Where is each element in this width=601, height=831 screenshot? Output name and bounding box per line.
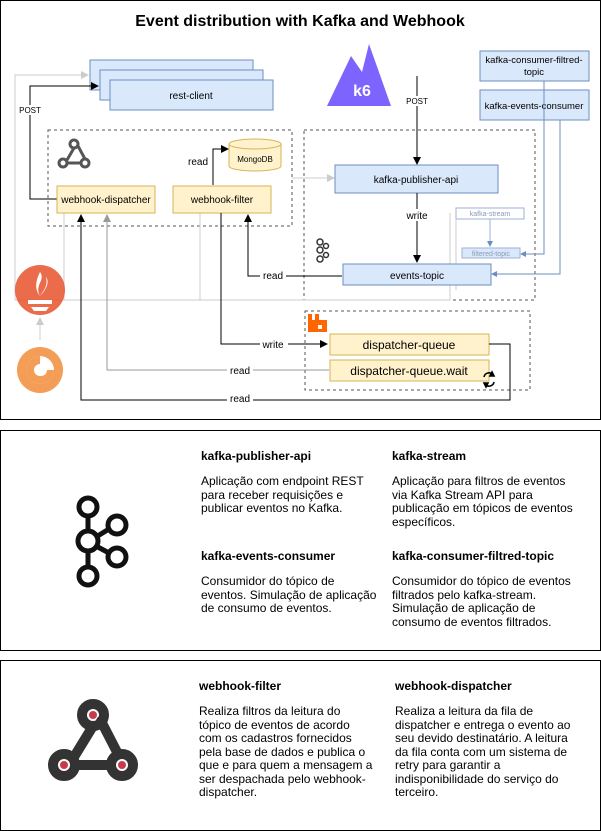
legend-body-kafka-stream: Aplicação para filtros de eventos via Ka… (392, 474, 573, 529)
events-topic-box (342, 263, 492, 286)
architecture-diagram: Event distribution with Kafka and Webhoo… (14, 13, 590, 405)
post-label-rest: POST (19, 106, 41, 115)
dispatcher-queue-label: dispatcher-queue (363, 338, 456, 352)
dispatcher-to-rest-client-edge (29, 82, 99, 200)
filtered-topic-to-consumer-edge (520, 80, 545, 257)
kafka-small-icon (316, 238, 330, 263)
events-topic-label: events-topic (390, 271, 444, 282)
filter-to-mongodb-edge (212, 145, 229, 185)
write-label-publisher: write (405, 211, 428, 222)
read-label-events: read (263, 271, 283, 282)
events-consumer-box (479, 89, 590, 121)
post-label-k6: POST (406, 97, 428, 106)
rabbitmq-icon (308, 314, 327, 332)
legend-title-publisher-api: kafka-publisher-api (201, 449, 312, 463)
kafka-legend-panel: kafka-publisher-api Aplicação com endpoi… (0, 430, 601, 651)
webhook-filter-label: webhook-filter (190, 195, 254, 206)
grafana-icon (17, 347, 63, 393)
retry-icon (482, 370, 496, 389)
webhook-dispatcher-box (56, 185, 156, 214)
dispatcher-queue-wait-box (329, 359, 490, 382)
read-label-queue: read (230, 394, 250, 405)
consumer-filtered-label-1: kafka-consumer-filtred- (485, 55, 582, 66)
mongodb-label: MongoDB (237, 155, 273, 164)
dispatcher-queue-wait-label: dispatcher-queue.wait (350, 364, 468, 378)
filter-reads-events-topic-edge (244, 214, 342, 277)
k6-icon: k6 (327, 44, 391, 106)
dispatcher-reads-queue-edge (77, 214, 511, 401)
webhook-legend-panel: webhook-filter Realiza filtros da leitur… (0, 660, 601, 831)
prometheus-icon (15, 265, 65, 315)
kafka-stream-label: kafka-stream (470, 211, 511, 218)
consumer-filtered-label-2: topic (524, 67, 544, 78)
legend-title-webhook-filter: webhook-filter (199, 679, 282, 693)
filtered-topic-box (461, 247, 521, 259)
dispatcher-reads-wait-edge (103, 214, 329, 371)
rest-client-label: rest-client (169, 91, 213, 102)
rabbitmq-group (304, 310, 531, 391)
filter-writes-queue-edge (220, 213, 328, 348)
events-topic-to-consumer-edge (491, 120, 561, 277)
legend-body-webhook-filter: Realiza filtros da leitura do tópico de … (199, 704, 373, 799)
legend-body-events-consumer: Consumidor do tópico de eventos. Simulaç… (201, 574, 377, 615)
legend-body-webhook-dispatcher: Realiza a leitura da fila de dispatcher … (395, 704, 571, 799)
publisher-api-label: kafka-publisher-api (374, 175, 459, 186)
events-consumer-label: kafka-events-consumer (485, 101, 584, 112)
write-label-queue: write (261, 340, 284, 351)
kafka-icon (75, 495, 129, 588)
webhook-filter-box (172, 185, 272, 214)
read-label-wait: read (230, 366, 250, 377)
legend-title-webhook-dispatcher: webhook-dispatcher (395, 679, 512, 693)
publisher-api-box (334, 164, 499, 194)
webhook-dispatcher-label: webhook-dispatcher (60, 195, 151, 206)
read-label-mongo: read (188, 157, 208, 168)
consumer-filtered-box (479, 50, 590, 82)
diagram-title: Event distribution with Kafka and Webhoo… (135, 13, 465, 30)
grey-line-mid (15, 213, 451, 301)
filtered-topic-label: filtered-topic (472, 251, 511, 258)
webhook-icon (48, 699, 138, 781)
grey-line-top (14, 71, 89, 300)
webhook-group (47, 129, 293, 227)
legend-body-consumer-filtered: Consumidor do tópico de eventos filtrado… (392, 574, 571, 629)
k6-label: k6 (353, 83, 371, 100)
mongodb-cylinder: MongoDB (228, 138, 282, 172)
rest-client-stack: rest-client (89, 59, 274, 111)
legend-title-consumer-filtered: kafka-consumer-filtred-topic (392, 549, 555, 563)
legend-body-publisher-api: Aplicação com endpoint REST para receber… (201, 474, 364, 515)
legend-title-events-consumer: kafka-events-consumer (201, 549, 336, 563)
legend-title-kafka-stream: kafka-stream (392, 449, 467, 463)
webhook-small-icon (57, 138, 91, 169)
